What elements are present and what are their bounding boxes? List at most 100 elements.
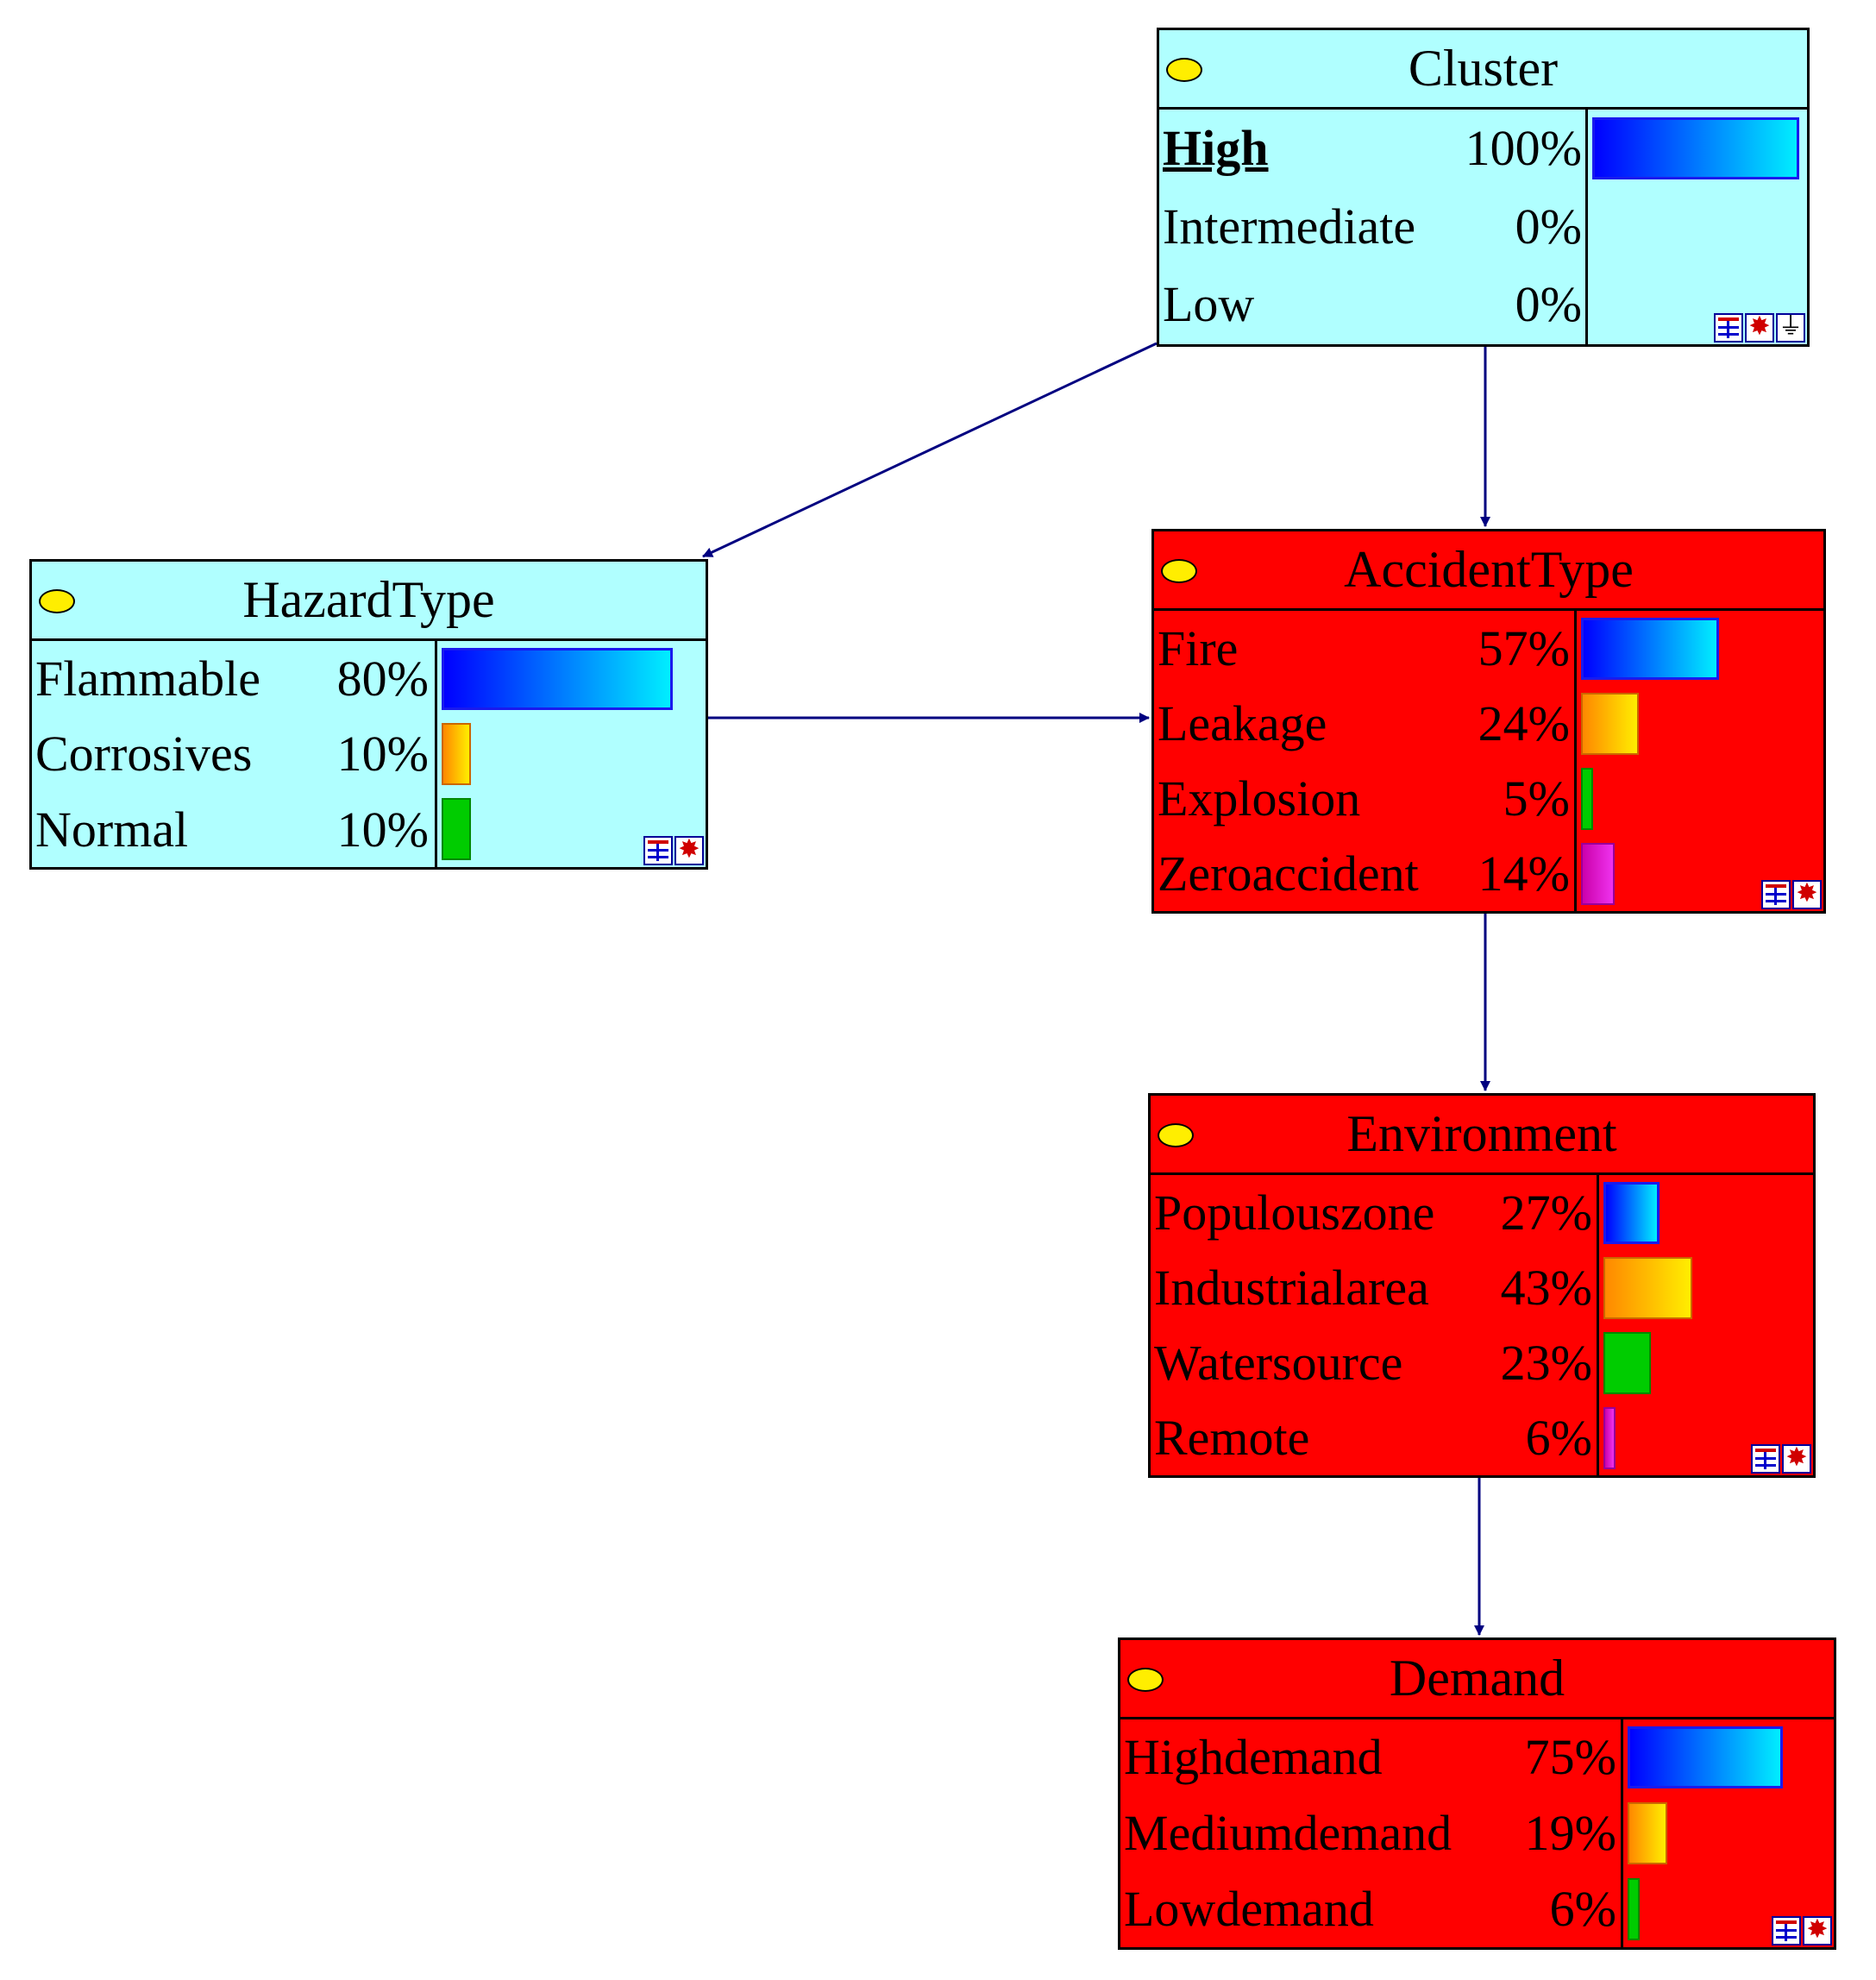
probability-bar: [1628, 1802, 1667, 1864]
bar-divider: [435, 641, 437, 867]
table-icon[interactable]: [1761, 880, 1791, 909]
probability-bar: [1603, 1331, 1652, 1394]
table-icon[interactable]: [643, 836, 673, 865]
state-row[interactable]: Populouszone 27%: [1151, 1175, 1813, 1250]
state-label: Mediumdemand: [1124, 1805, 1452, 1861]
state-row[interactable]: Low 0%: [1159, 266, 1807, 344]
node-title: AccidentType: [1344, 541, 1634, 598]
node-badges: [1772, 1916, 1832, 1945]
edge-cluster-to-hazardtype: [702, 342, 1158, 558]
state-percent: 10%: [336, 801, 429, 858]
state-label: Lowdemand: [1124, 1881, 1374, 1937]
node-header[interactable]: HazardType: [32, 562, 706, 641]
state-percent: 0%: [1515, 276, 1582, 333]
probability-bar: [1581, 767, 1593, 830]
node-oval-icon: [1161, 559, 1197, 583]
node-title: Cluster: [1408, 40, 1559, 97]
probability-bar: [1628, 1726, 1783, 1788]
state-percent: 6%: [1549, 1881, 1616, 1937]
gear-icon[interactable]: [1782, 1444, 1811, 1474]
gear-icon[interactable]: [674, 836, 704, 865]
probability-bar: [442, 798, 471, 861]
state-label: Zeroaccident: [1158, 845, 1419, 902]
state-label: Populouszone: [1154, 1185, 1435, 1241]
state-label: Corrosives: [35, 726, 253, 783]
node-header[interactable]: Cluster: [1159, 30, 1807, 110]
state-percent: 14%: [1478, 845, 1570, 902]
state-percent: 6%: [1525, 1410, 1592, 1466]
state-row[interactable]: Zeroaccident 14%: [1154, 836, 1823, 911]
node-states: Highdemand 75% Mediumdemand 19% Lowdemand 6%: [1120, 1719, 1834, 1947]
node-oval-icon: [1127, 1668, 1164, 1692]
state-label: Flammable: [35, 651, 260, 707]
state-row[interactable]: Explosion 5%: [1154, 761, 1823, 836]
probability-bar: [1603, 1256, 1693, 1319]
node-header[interactable]: Demand: [1120, 1640, 1834, 1719]
node-oval-icon: [39, 589, 75, 613]
table-icon[interactable]: [1714, 313, 1743, 343]
table-icon[interactable]: [1772, 1916, 1801, 1945]
state-label: Fire: [1158, 620, 1239, 676]
probability-bar: [1581, 842, 1616, 905]
state-label: High: [1163, 120, 1269, 176]
state-row[interactable]: Intermediate 0%: [1159, 188, 1807, 267]
state-label: Remote: [1154, 1410, 1310, 1466]
node-oval-icon: [1166, 58, 1202, 82]
ground-icon[interactable]: [1776, 313, 1805, 343]
state-row[interactable]: Fire 57%: [1154, 611, 1823, 686]
gear-icon[interactable]: [1803, 1916, 1832, 1945]
state-label: Leakage: [1158, 695, 1327, 751]
state-percent: 27%: [1500, 1185, 1592, 1241]
state-label: Highdemand: [1124, 1729, 1383, 1785]
state-row[interactable]: Highdemand 75%: [1120, 1719, 1834, 1795]
gear-icon[interactable]: [1792, 880, 1822, 909]
bar-divider: [1597, 1175, 1599, 1475]
node-header[interactable]: Environment: [1151, 1096, 1813, 1175]
probability-bar: [442, 722, 471, 785]
state-row[interactable]: Corrosives 10%: [32, 716, 706, 791]
state-percent: 80%: [336, 651, 429, 707]
node-badges: [1714, 313, 1805, 343]
state-percent: 10%: [336, 726, 429, 783]
bar-divider: [1621, 1719, 1623, 1947]
node-badges: [643, 836, 704, 865]
state-percent: 0%: [1515, 198, 1582, 255]
state-percent: 19%: [1524, 1805, 1616, 1861]
state-label: Explosion: [1158, 770, 1361, 827]
probability-bar: [1581, 617, 1719, 680]
node-header[interactable]: AccidentType: [1154, 531, 1823, 611]
state-percent: 57%: [1478, 620, 1570, 676]
state-row[interactable]: Mediumdemand 19%: [1120, 1795, 1834, 1871]
state-label: Watersource: [1154, 1335, 1403, 1391]
probability-bar: [1628, 1878, 1641, 1940]
probability-bar: [1592, 117, 1799, 180]
probability-bar: [1603, 1406, 1616, 1469]
state-row[interactable]: Flammable 80%: [32, 641, 706, 716]
state-row[interactable]: Remote 6%: [1151, 1400, 1813, 1475]
state-label: Low: [1163, 276, 1255, 333]
gear-icon[interactable]: [1745, 313, 1774, 343]
state-percent: 75%: [1524, 1729, 1616, 1785]
state-row[interactable]: High 100%: [1159, 110, 1807, 188]
node-states: High 100% Intermediate 0% Low 0%: [1159, 110, 1807, 344]
node-oval-icon: [1158, 1123, 1194, 1147]
probability-bar: [1581, 692, 1640, 755]
state-percent: 5%: [1503, 770, 1570, 827]
table-icon[interactable]: [1751, 1444, 1780, 1474]
state-label: Intermediate: [1163, 198, 1416, 255]
state-percent: 100%: [1465, 120, 1582, 176]
node-title: Demand: [1389, 1650, 1565, 1707]
state-row[interactable]: Lowdemand 6%: [1120, 1871, 1834, 1947]
bar-divider: [1585, 110, 1588, 344]
